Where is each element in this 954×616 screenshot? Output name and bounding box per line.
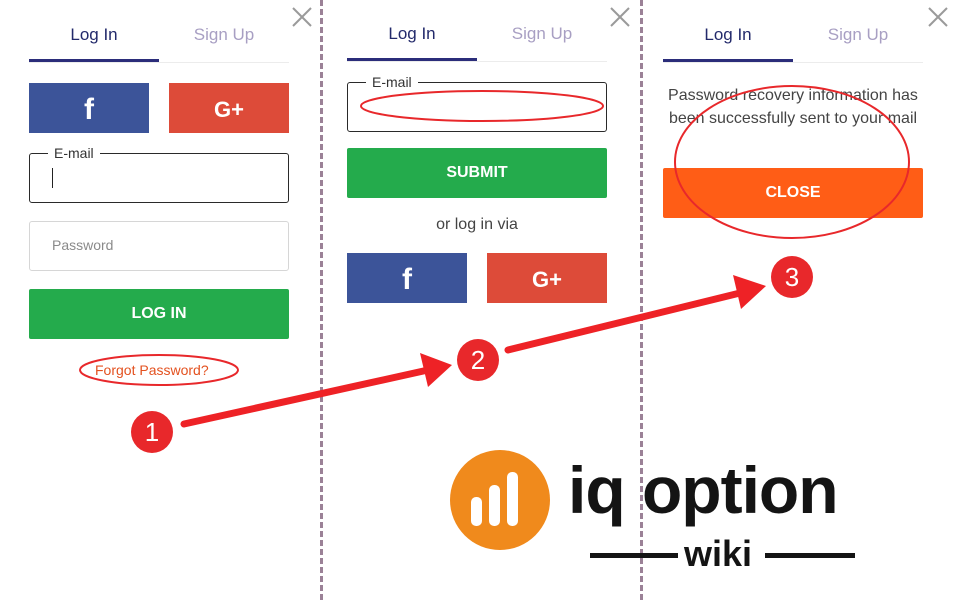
- google-login-button[interactable]: G+: [487, 253, 607, 303]
- tab-signup[interactable]: Sign Up: [511, 24, 573, 43]
- submit-button[interactable]: SUBMIT: [347, 148, 607, 198]
- forgot-password-link[interactable]: Forgot Password?: [95, 362, 209, 378]
- facebook-login-button[interactable]: f: [29, 83, 149, 133]
- facebook-icon: f: [402, 263, 413, 296]
- google-plus-icon: G+: [532, 267, 562, 292]
- recovery-sent-message: Password recovery information has been s…: [668, 87, 918, 127]
- svg-text:f: f: [84, 93, 95, 126]
- login-panel: Log In Sign Up f G+ E-mail Password LOG …: [29, 0, 312, 600]
- logo-wiki-text: wiki: [684, 533, 753, 574]
- panel-divider-1: [320, 0, 323, 600]
- facebook-login-button[interactable]: f: [347, 253, 467, 303]
- or-login-via-text: or log in via: [436, 216, 518, 233]
- svg-text:G+: G+: [532, 267, 562, 292]
- svg-text:f: f: [402, 263, 413, 296]
- close-icon[interactable]: [291, 6, 313, 28]
- tab-login[interactable]: Log In: [29, 20, 159, 62]
- recovery-email-field[interactable]: E-mail: [347, 74, 607, 132]
- text-cursor: [52, 168, 53, 188]
- close-icon[interactable]: [927, 6, 949, 28]
- login-button[interactable]: LOG IN: [29, 289, 289, 339]
- tab-bar: Log In Sign Up: [29, 20, 289, 63]
- tab-signup[interactable]: Sign Up: [827, 25, 889, 44]
- tab-signup[interactable]: Sign Up: [193, 25, 255, 44]
- email-field[interactable]: E-mail: [29, 145, 289, 203]
- google-login-button[interactable]: G+: [169, 83, 289, 133]
- facebook-icon: f: [84, 93, 95, 126]
- email-label: E-mail: [366, 74, 418, 90]
- tab-bar: Log In Sign Up: [347, 19, 607, 62]
- google-plus-icon: G+: [214, 97, 244, 122]
- svg-text:G+: G+: [214, 97, 244, 122]
- close-icon[interactable]: [609, 6, 631, 28]
- password-placeholder: Password: [52, 237, 114, 253]
- email-label: E-mail: [48, 145, 100, 161]
- tab-login[interactable]: Log In: [663, 20, 793, 62]
- password-field[interactable]: Password: [29, 221, 289, 271]
- logo-brand-text: iq option: [568, 453, 839, 527]
- tab-bar: Log In Sign Up: [663, 20, 923, 63]
- tab-login[interactable]: Log In: [347, 19, 477, 61]
- close-button[interactable]: CLOSE: [663, 168, 923, 218]
